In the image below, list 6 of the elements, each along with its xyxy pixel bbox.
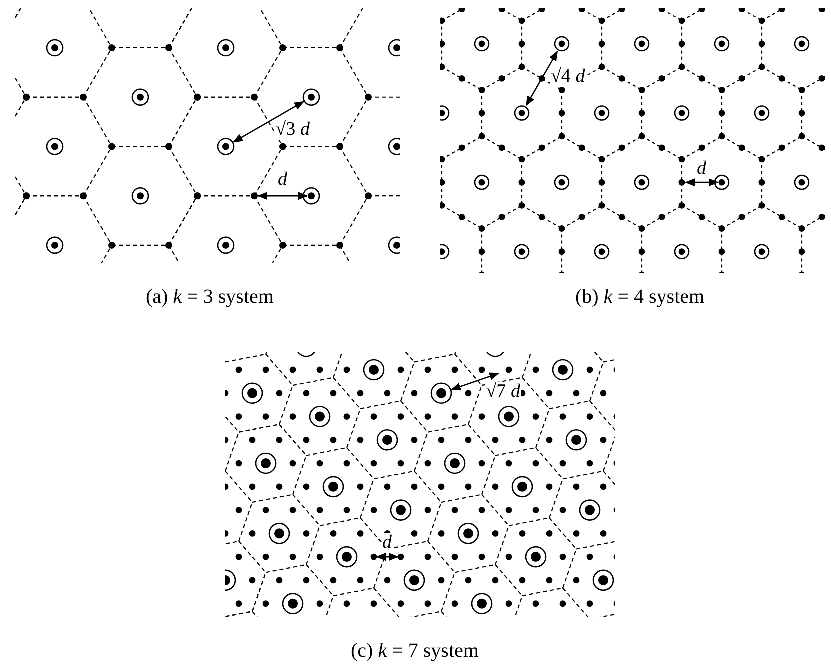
dimension-label: d (382, 533, 393, 554)
figure-caption: (b) k = 4 system (576, 286, 705, 308)
figure-caption: (a) k = 3 system (146, 286, 274, 308)
dimension-label: √4 d (550, 66, 586, 87)
figure-caption: (c) k = 7 system (351, 640, 479, 662)
dimension-label: √3 d (274, 120, 311, 140)
